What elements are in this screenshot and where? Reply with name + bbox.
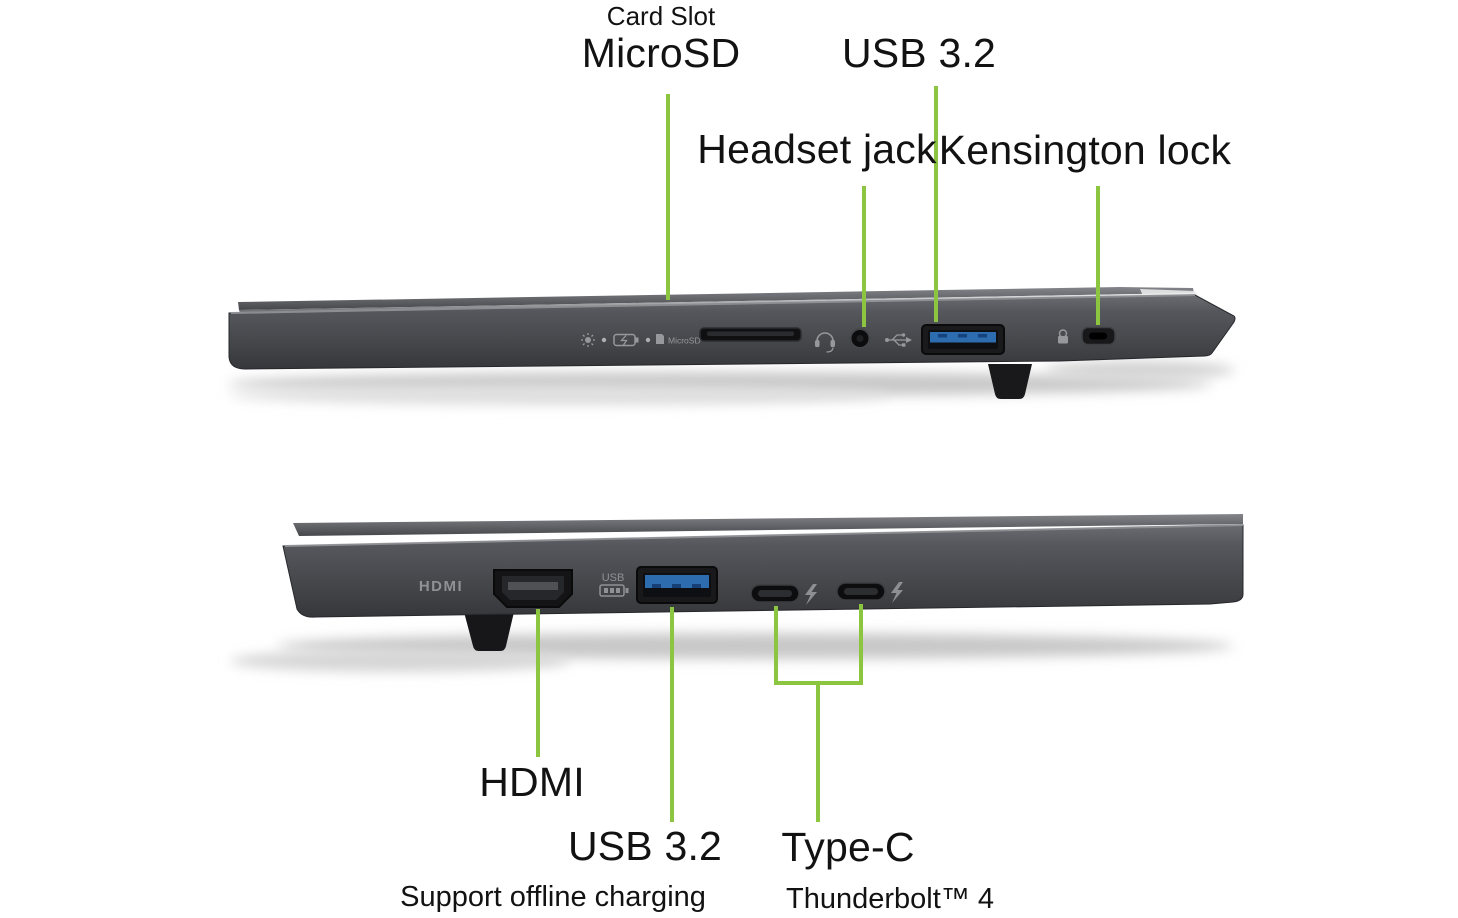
shadow: [1045, 361, 1235, 379]
hdmi-port: [493, 569, 573, 608]
brightness-icon: [581, 333, 595, 347]
usb-marking: USB: [602, 572, 625, 584]
laptop-lid-edge: [238, 287, 1194, 310]
shadow: [230, 385, 890, 405]
kensington-lock-label: Kensington lock: [938, 127, 1232, 173]
usb-c-port-2: [836, 582, 886, 601]
microsd-marking: MicroSD: [668, 336, 701, 346]
hdmi-marking: HDMI: [419, 578, 463, 595]
headset-icon: [815, 332, 835, 353]
body-top-highlight: [230, 294, 1196, 314]
thunderbolt-sublabel: Thunderbolt™ 4: [786, 883, 994, 915]
typec-label: Type-C: [781, 824, 915, 870]
usb-trident-icon: [885, 333, 912, 347]
usb-bottom-label: USB 3.2: [567, 823, 723, 869]
card-slot-eyebrow-label: Card Slot: [606, 1, 716, 31]
microsd-label: MicroSD: [581, 30, 741, 76]
usb-sublabel: Support offline charging: [400, 881, 706, 913]
laptop-lid-edge: [293, 514, 1243, 536]
status-led-icon: [601, 337, 607, 343]
laptop-foot: [988, 364, 1032, 399]
hdmi-label: HDMI: [479, 759, 585, 805]
headset-jack-port: [849, 328, 871, 349]
shadow: [277, 633, 1233, 659]
laptop-foot: [464, 612, 514, 651]
bottom-side-view: HDMI USB: [230, 514, 1244, 822]
usb-c-port-1: [750, 584, 800, 603]
top-side-view: MicroSD: [228, 86, 1236, 405]
microsd-card-icon: [656, 334, 664, 344]
kensington-lock-slot: [1081, 326, 1116, 346]
laptop-body: [282, 524, 1244, 618]
battery-charging-icon: [613, 333, 639, 347]
usb-top-label: USB 3.2: [841, 30, 997, 76]
usb-battery-icon: USB: [599, 572, 629, 597]
body-top-highlight: [284, 524, 1244, 547]
status-led-icon: [645, 337, 651, 343]
kensington-lock-icon: [1058, 329, 1068, 344]
shadow: [230, 650, 570, 672]
microsd-card-slot: [699, 327, 802, 342]
thunderbolt-icon-1: [805, 584, 817, 605]
usb-a-port-bottom: [636, 566, 718, 604]
headset-jack-label: Headset jack: [697, 126, 937, 172]
thunderbolt-icon-2: [891, 582, 903, 603]
usb-a-port: [921, 324, 1005, 355]
